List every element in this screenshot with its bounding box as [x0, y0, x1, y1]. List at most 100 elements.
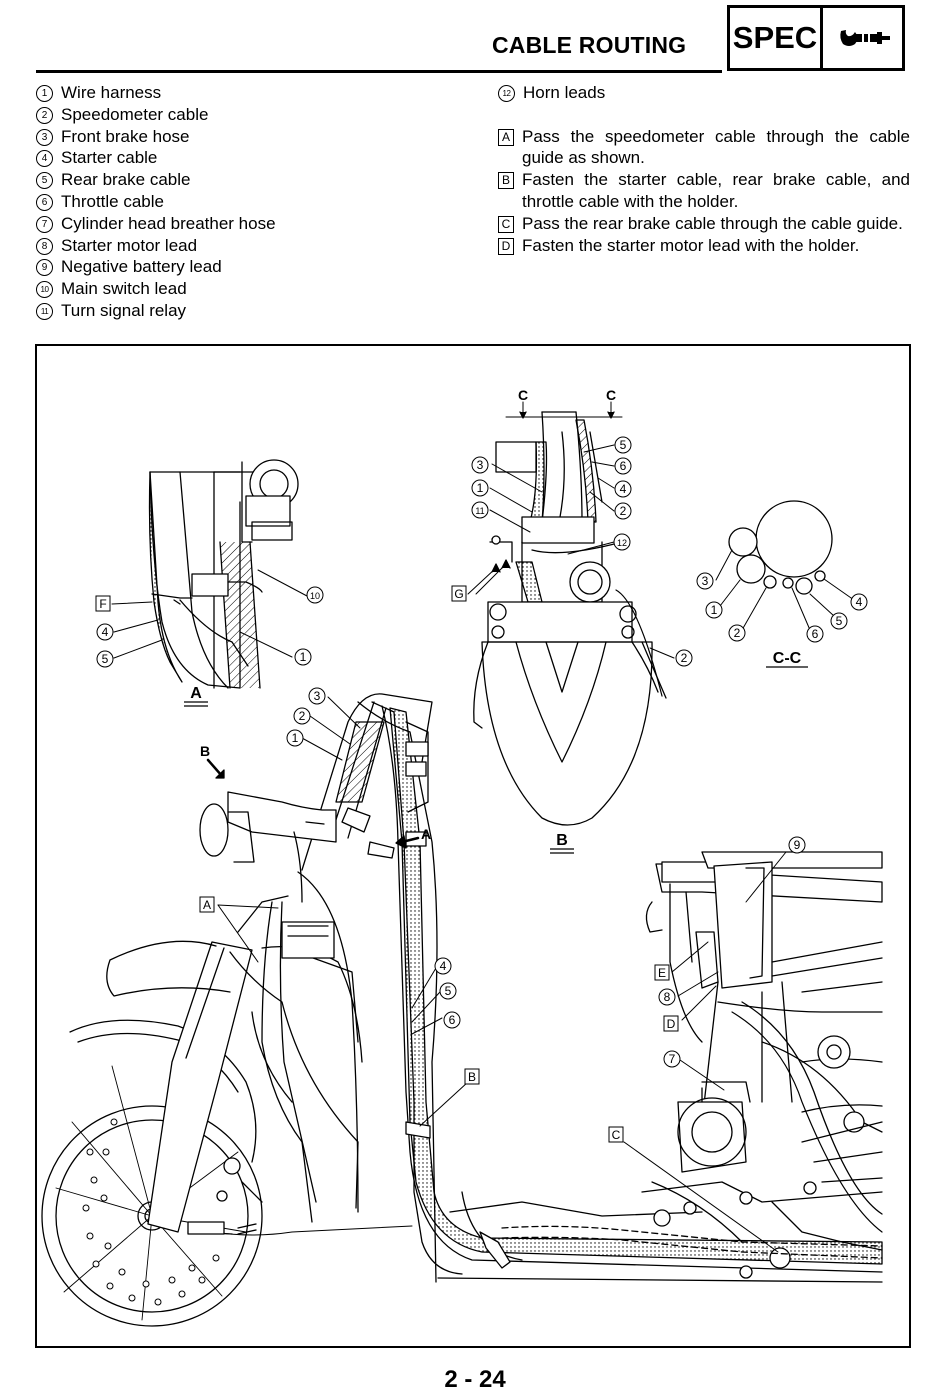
callout-label: 4 [620, 482, 627, 496]
box-b: B [464, 1068, 480, 1085]
callout-1: 1 [286, 729, 304, 747]
callout-number: 7 [36, 215, 53, 233]
callout-4: 4 [850, 593, 868, 611]
legend-item: 7 Cylinder head breather hose [36, 213, 476, 235]
note-letter: D [498, 237, 514, 255]
box-label: D [667, 1017, 676, 1031]
section-label: SPEC [730, 8, 823, 68]
wrench-gauge-icon [823, 8, 902, 68]
legend-label: Cylinder head breather hose [61, 213, 276, 233]
cable-routing-figure: 10 4 5 1 3 1 11 5 6 4 2 12 2 3 1 2 6 5 4… [35, 344, 911, 1348]
callout-number: 9 [36, 259, 53, 277]
callout-label: 2 [620, 504, 627, 518]
callout-4: 4 [96, 623, 114, 641]
callout-6: 6 [806, 625, 824, 643]
callout-8: 8 [658, 988, 676, 1006]
callout-number: 8 [36, 237, 53, 255]
callout-number: 11 [36, 302, 53, 320]
callout-label: 5 [836, 614, 843, 628]
callout-number: 6 [36, 193, 53, 211]
legend-item: 11 Turn signal relay [36, 300, 476, 322]
callout-4: 4 [614, 480, 632, 498]
callout-1: 1 [705, 601, 723, 619]
box-e: E [654, 964, 670, 981]
legend-label: Starter cable [61, 148, 158, 168]
note-letter: C [498, 215, 514, 233]
callout-2: 2 [675, 649, 693, 667]
note-item: D Fasten the starter motor lead with the … [498, 235, 910, 257]
page-title: CABLE ROUTING [492, 32, 687, 58]
boxed-letters: F G A B C E D [95, 585, 679, 1143]
callout-circles: 10 4 5 1 3 1 11 5 6 4 2 12 2 3 1 2 6 5 4… [96, 436, 868, 1068]
callout-label: 8 [664, 990, 671, 1004]
callout-3: 3 [471, 456, 489, 474]
callout-label: 1 [477, 481, 484, 495]
legend-label: Front brake hose [61, 126, 190, 146]
legend-label: Throttle cable [61, 191, 164, 211]
note-text: Pass the rear brake cable through the ca… [522, 213, 903, 233]
view-label-a: A [190, 685, 202, 702]
box-c: C [608, 1126, 624, 1143]
callout-number: 10 [36, 281, 53, 299]
legend-label: Negative battery lead [61, 257, 222, 277]
callout-label: 2 [299, 709, 306, 723]
callout-5: 5 [96, 650, 114, 668]
callout-number: 12 [498, 85, 515, 102]
callout-3: 3 [696, 572, 714, 590]
box-d: D [663, 1015, 679, 1032]
callout-number: 3 [36, 128, 53, 146]
cable-routing-diagram: 10 4 5 1 3 1 11 5 6 4 2 12 2 3 1 2 6 5 4… [41, 387, 883, 1327]
callout-label: 7 [669, 1052, 676, 1066]
callout-label: 6 [449, 1013, 456, 1027]
legend-item: 9 Negative battery lead [36, 256, 476, 278]
callout-6: 6 [443, 1011, 461, 1029]
section-mark-c-right: C [606, 387, 616, 403]
callout-label: 6 [812, 627, 819, 641]
box-a: A [199, 896, 215, 913]
callout-label: 5 [620, 438, 627, 452]
callout-label: 4 [856, 595, 863, 609]
callout-label: 1 [292, 731, 299, 745]
note-text: Fasten the starter motor lead with the h… [522, 235, 860, 255]
legend-label: Turn signal relay [61, 300, 187, 320]
callout-4: 4 [434, 957, 452, 975]
note-item: C Pass the rear brake cable through the c… [498, 213, 910, 235]
callout-2: 2 [614, 502, 632, 520]
callout-1: 1 [471, 479, 489, 497]
callout-5: 5 [830, 612, 848, 630]
legend-item: 3 Front brake hose [36, 126, 476, 148]
legend-label: Rear brake cable [61, 170, 191, 190]
callout-6: 6 [614, 457, 632, 475]
callout-label: 10 [310, 591, 320, 601]
box-label: E [658, 966, 666, 980]
callout-1: 1 [294, 648, 312, 666]
legend-item: 6 Throttle cable [36, 191, 476, 213]
callout-11: 11 [471, 501, 489, 519]
section-tab: SPEC [727, 5, 905, 71]
callout-12: 12 [613, 533, 631, 551]
callout-label: 3 [314, 689, 321, 703]
callout-label: 11 [475, 506, 484, 516]
note-letter: B [498, 172, 514, 190]
callout-label: 4 [440, 959, 447, 973]
callout-5: 5 [614, 436, 632, 454]
section-mark-c-left: C [518, 387, 528, 403]
callout-5: 5 [439, 982, 457, 1000]
box-label: F [99, 597, 106, 611]
callout-9: 9 [788, 836, 806, 854]
view-label-cc: C-C [773, 650, 802, 667]
view-cc-drawing [715, 500, 855, 631]
callout-label: 5 [445, 984, 452, 998]
scooter-main-drawing [41, 693, 883, 1327]
box-f: F [95, 595, 111, 612]
header-rule [36, 70, 722, 73]
box-label: G [454, 587, 463, 601]
callout-label: 6 [620, 459, 627, 473]
